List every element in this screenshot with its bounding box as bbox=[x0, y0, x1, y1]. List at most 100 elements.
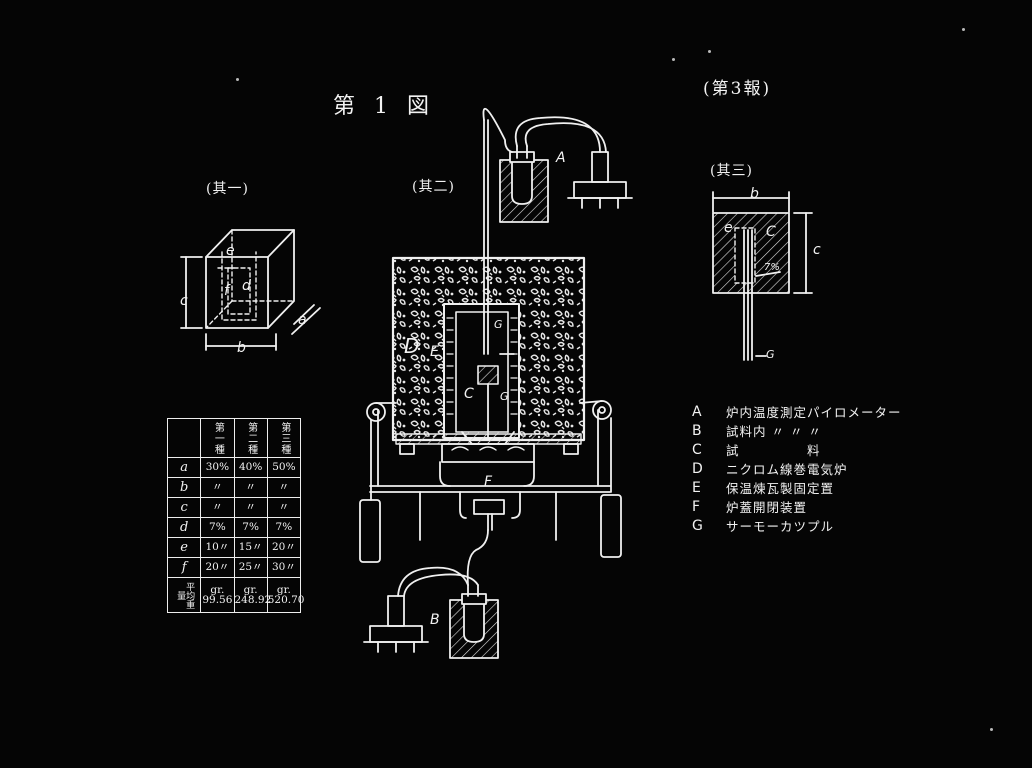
sec-label-e: e bbox=[724, 220, 733, 236]
label-d: D bbox=[404, 334, 420, 358]
legend-item: A 炉内温度測定パイロメーター bbox=[692, 402, 902, 421]
table-cell: 〃 bbox=[266, 497, 302, 518]
pyrometer-a bbox=[482, 107, 633, 223]
label-g-upper: G bbox=[494, 318, 503, 331]
table-cell: 10〃 bbox=[200, 537, 235, 558]
panel-label-part2: (其二) bbox=[412, 179, 455, 195]
dim-label-a: a bbox=[298, 312, 307, 328]
table-cell: gr. 248.92 bbox=[233, 577, 271, 613]
film-speck bbox=[672, 58, 675, 61]
table-cell: 50% bbox=[266, 457, 302, 478]
legend-key: G bbox=[692, 517, 703, 534]
row-key: c bbox=[166, 497, 202, 518]
table-cell: 20〃 bbox=[200, 557, 235, 578]
legend-item: B 試料内 〃 〃 〃 bbox=[692, 421, 902, 440]
dim-label-c: c bbox=[180, 293, 188, 309]
lid-mechanism bbox=[359, 400, 622, 563]
legend-desc: 試料内 〃 〃 〃 bbox=[726, 424, 822, 439]
label-c: C bbox=[464, 386, 474, 402]
table-header-type1: 第一種 bbox=[200, 418, 235, 458]
pyrometer-b bbox=[363, 529, 499, 659]
legend-item: D ニクロム線巻電気炉 bbox=[692, 459, 902, 478]
table-header-type2: 第二種 bbox=[233, 418, 268, 458]
table-row: e 10〃 15〃 20〃 bbox=[166, 537, 302, 558]
table-cell: gr. 520.70 bbox=[266, 577, 305, 613]
table-header-type3: 第三種 bbox=[266, 418, 302, 458]
label-b: B bbox=[430, 612, 440, 628]
film-speck bbox=[236, 78, 239, 81]
table-cell: 30〃 bbox=[266, 557, 302, 578]
legend-desc: ニクロム線巻電気炉 bbox=[726, 462, 848, 477]
table-row: c 〃 〃 〃 bbox=[166, 497, 302, 518]
film-speck bbox=[708, 50, 711, 53]
sec-label-f: 7% bbox=[764, 262, 780, 273]
table-cell: 40% bbox=[233, 457, 268, 478]
table-cell: 25〃 bbox=[233, 557, 268, 578]
label-e: E bbox=[430, 344, 439, 360]
row-key: d bbox=[166, 517, 202, 538]
furnace-body bbox=[391, 119, 586, 463]
table-cell: 20〃 bbox=[266, 537, 302, 558]
sec-label-sample: C bbox=[766, 224, 776, 240]
table-row: 平均重量 gr. 99.56 gr. 248.92 gr. 520.70 bbox=[166, 577, 305, 613]
legend-item: F 炉蓋開閉装置 bbox=[692, 497, 902, 516]
label-g-lower: G bbox=[500, 390, 509, 403]
panel-label-part1: (其一) bbox=[206, 181, 249, 197]
film-speck bbox=[962, 28, 965, 31]
film-speck bbox=[990, 728, 993, 731]
table-cell: 7% bbox=[200, 517, 235, 538]
table-cell: 〃 bbox=[200, 497, 235, 518]
label-a: A bbox=[556, 150, 566, 166]
table-row: f 20〃 25〃 30〃 bbox=[166, 557, 302, 578]
table-row: d 7% 7% 7% bbox=[166, 517, 302, 538]
dimension-table: 第一種 第二種 第三種 a 30% 40% 50% b 〃 〃 〃 c 〃 〃 … bbox=[166, 418, 305, 613]
sec-label-b: b bbox=[750, 186, 759, 202]
row-key: e bbox=[166, 537, 202, 558]
dim-label-f: f bbox=[224, 283, 229, 299]
legend: A 炉内温度測定パイロメーター B 試料内 〃 〃 〃 C 試 料 D ニクロム線巻電気… bbox=[692, 402, 902, 535]
sec-label-c: c bbox=[813, 242, 821, 258]
row-key: b bbox=[166, 477, 202, 498]
table-cell: gr. 99.56 bbox=[200, 577, 235, 613]
table-row: a 30% 40% 50% bbox=[166, 457, 302, 478]
legend-key: D bbox=[692, 460, 703, 477]
table-header-row: 第一種 第二種 第三種 bbox=[166, 418, 302, 458]
table-cell: 〃 bbox=[233, 477, 268, 498]
sample-section bbox=[712, 191, 813, 361]
panel-label-part3: (其三) bbox=[710, 163, 753, 179]
legend-desc: 炉蓋開閉装置 bbox=[726, 500, 808, 515]
table-cell: 7% bbox=[266, 517, 302, 538]
table-cell: 30% bbox=[200, 457, 235, 478]
table-cell: 〃 bbox=[266, 477, 302, 498]
row-key: f bbox=[166, 557, 202, 578]
table-cell: 7% bbox=[233, 517, 268, 538]
legend-desc: 炉内温度測定パイロメーター bbox=[726, 405, 902, 420]
label-f: F bbox=[484, 474, 493, 490]
sample-box-iso bbox=[180, 229, 321, 351]
table-row: b 〃 〃 〃 bbox=[166, 477, 302, 498]
dim-label-d: d bbox=[242, 278, 251, 294]
legend-item: G サーモーカツプル bbox=[692, 516, 902, 535]
table-cell: 〃 bbox=[200, 477, 235, 498]
report-label: (第3報) bbox=[703, 79, 772, 99]
legend-item: E 保温煉瓦製固定置 bbox=[692, 478, 902, 497]
legend-key: F bbox=[692, 498, 701, 515]
table-cell: 15〃 bbox=[233, 537, 268, 558]
figure-title: 第 1 図 bbox=[333, 94, 435, 119]
dim-label-e: e bbox=[226, 243, 235, 259]
table-cell: 〃 bbox=[233, 497, 268, 518]
legend-desc: 試 料 bbox=[726, 443, 821, 458]
row-key: a bbox=[166, 457, 202, 478]
row-key: 平均重量 bbox=[166, 577, 202, 613]
legend-desc: サーモーカツプル bbox=[726, 519, 835, 534]
dim-label-b: b bbox=[237, 340, 246, 356]
legend-key: C bbox=[692, 441, 702, 458]
sec-label-g: G bbox=[766, 348, 775, 361]
legend-desc: 保温煉瓦製固定置 bbox=[726, 481, 835, 496]
legend-key: B bbox=[692, 422, 702, 439]
legend-key: E bbox=[692, 479, 701, 496]
legend-key: A bbox=[692, 403, 702, 420]
